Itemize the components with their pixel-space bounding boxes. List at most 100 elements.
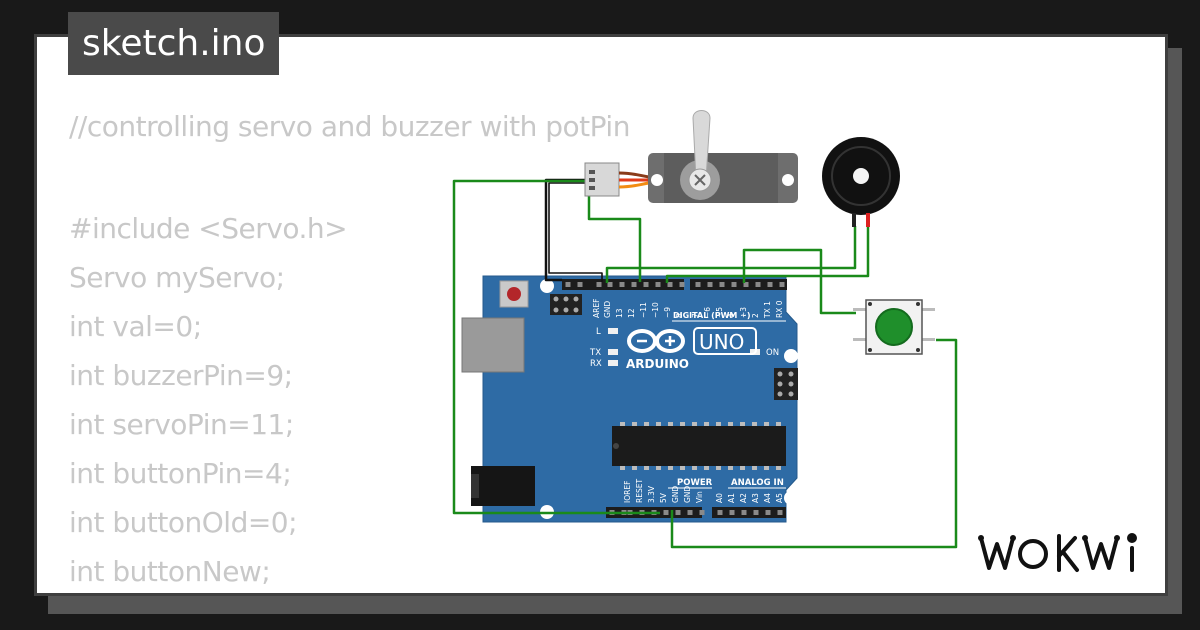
header-pin[interactable] [679,282,685,287]
header-pin[interactable] [717,510,723,515]
power-pin-label: GND [671,486,680,503]
header-pin[interactable] [779,282,785,287]
digital-pin-label: GND [603,301,612,318]
led-tx-label: TX [589,348,601,358]
header-pin[interactable] [667,282,673,287]
header-pin[interactable] [729,510,735,515]
chip-pin [620,466,625,470]
header-pin[interactable] [596,282,602,287]
analog-pin-label: A1 [727,493,736,503]
code-line: //controlling servo and buzzer with potP… [69,110,630,143]
header-pin[interactable] [607,282,613,287]
chip-pin [692,466,697,470]
chip-pin [632,422,637,426]
model-label: UNO [699,330,744,354]
wire-servo-signal [452,179,660,515]
header-pin[interactable] [767,282,773,287]
power-pin-label: IOREF [623,481,632,503]
led-rx-label: RX [590,359,602,369]
chip-pin [680,422,685,426]
power-pin-label: 5V [659,492,668,503]
chip-pin [740,422,745,426]
code-line: #include <Servo.h> [69,212,348,245]
analog-pin-label: A4 [763,493,772,503]
digital-pin-label: ~11 [639,302,648,318]
digital-pin-label: RX 0 [775,300,784,318]
header-pin[interactable] [675,510,681,515]
chip-pin [716,422,721,426]
header-pin[interactable] [565,282,571,287]
chip-pin [680,466,685,470]
analog-pin-label: A0 [715,493,724,503]
chip-pin [764,466,769,470]
header-pin[interactable] [687,510,693,515]
wire-button-pin [742,248,856,315]
header-pin[interactable] [719,282,725,287]
servo-motor[interactable] [584,110,798,204]
analog-pin-label: A3 [751,493,760,503]
wires [452,178,958,549]
led-tx [608,349,618,355]
code-line: Servo myServo; [69,261,285,294]
wire-servo-gnd-2 [548,182,603,282]
chip-pin [692,422,697,426]
header-pin[interactable] [707,282,713,287]
usb-port [461,317,525,373]
power-pin-label: RESET [635,479,644,503]
chip-pin [644,466,649,470]
pushbutton[interactable] [853,299,935,355]
chip-pin [656,422,661,426]
header-pin[interactable] [777,510,783,515]
header-pin[interactable] [577,282,583,287]
header-pin[interactable] [643,282,649,287]
digital-pin-label: AREF [592,299,601,318]
chip-pin [704,466,709,470]
wire-servo-power [587,193,642,282]
header-pin[interactable] [731,282,737,287]
header-pin[interactable] [755,282,761,287]
chip-pin [632,466,637,470]
chip-pin [704,422,709,426]
icsp-header-right [774,368,798,400]
header-pin[interactable] [619,282,625,287]
mounting-hole [784,491,798,505]
digital-pin-label: 2 [751,313,760,318]
microcontroller-chip [612,422,786,470]
power-pin-label: GND [683,486,692,503]
analog-label: ANALOG IN [731,478,784,488]
digital-pin-label: 8 [675,313,684,318]
header-pin[interactable] [695,282,701,287]
wire-button-power [670,338,958,549]
analog-pin-label: A5 [775,493,784,503]
header-pin[interactable] [743,282,749,287]
header-pin[interactable] [699,510,705,515]
wire-servo-gnd [544,178,589,282]
header-pin[interactable] [765,510,771,515]
chip-pin [644,422,649,426]
digital-pin-label: 4 [727,313,736,318]
led-l-label: L [596,327,601,337]
digital-pin-label: 12 [627,308,636,318]
wire-buzzer-gnd [665,226,870,283]
file-title-tab[interactable]: sketch.ino [68,12,280,75]
digital-pin-label: ~10 [651,302,660,318]
buzzer-icon[interactable] [822,137,900,227]
header-pin[interactable] [753,510,759,515]
analog-pin-label: A2 [739,493,748,503]
chip-pin [668,422,673,426]
header-pin[interactable] [631,282,637,287]
header-pin[interactable] [741,510,747,515]
digital-pin-label: 7 [691,313,700,318]
icsp-header [550,294,582,315]
chip-pin [728,466,733,470]
digital-label: DIGITAL (PWM ~) [673,311,751,320]
header-pin[interactable] [655,282,661,287]
header-pin[interactable] [663,510,669,515]
digital-pin-label: ~9 [663,307,672,318]
power-pin-label: Vin [695,491,704,503]
arduino-logo-icon [627,329,685,353]
dc-jack [471,466,535,506]
